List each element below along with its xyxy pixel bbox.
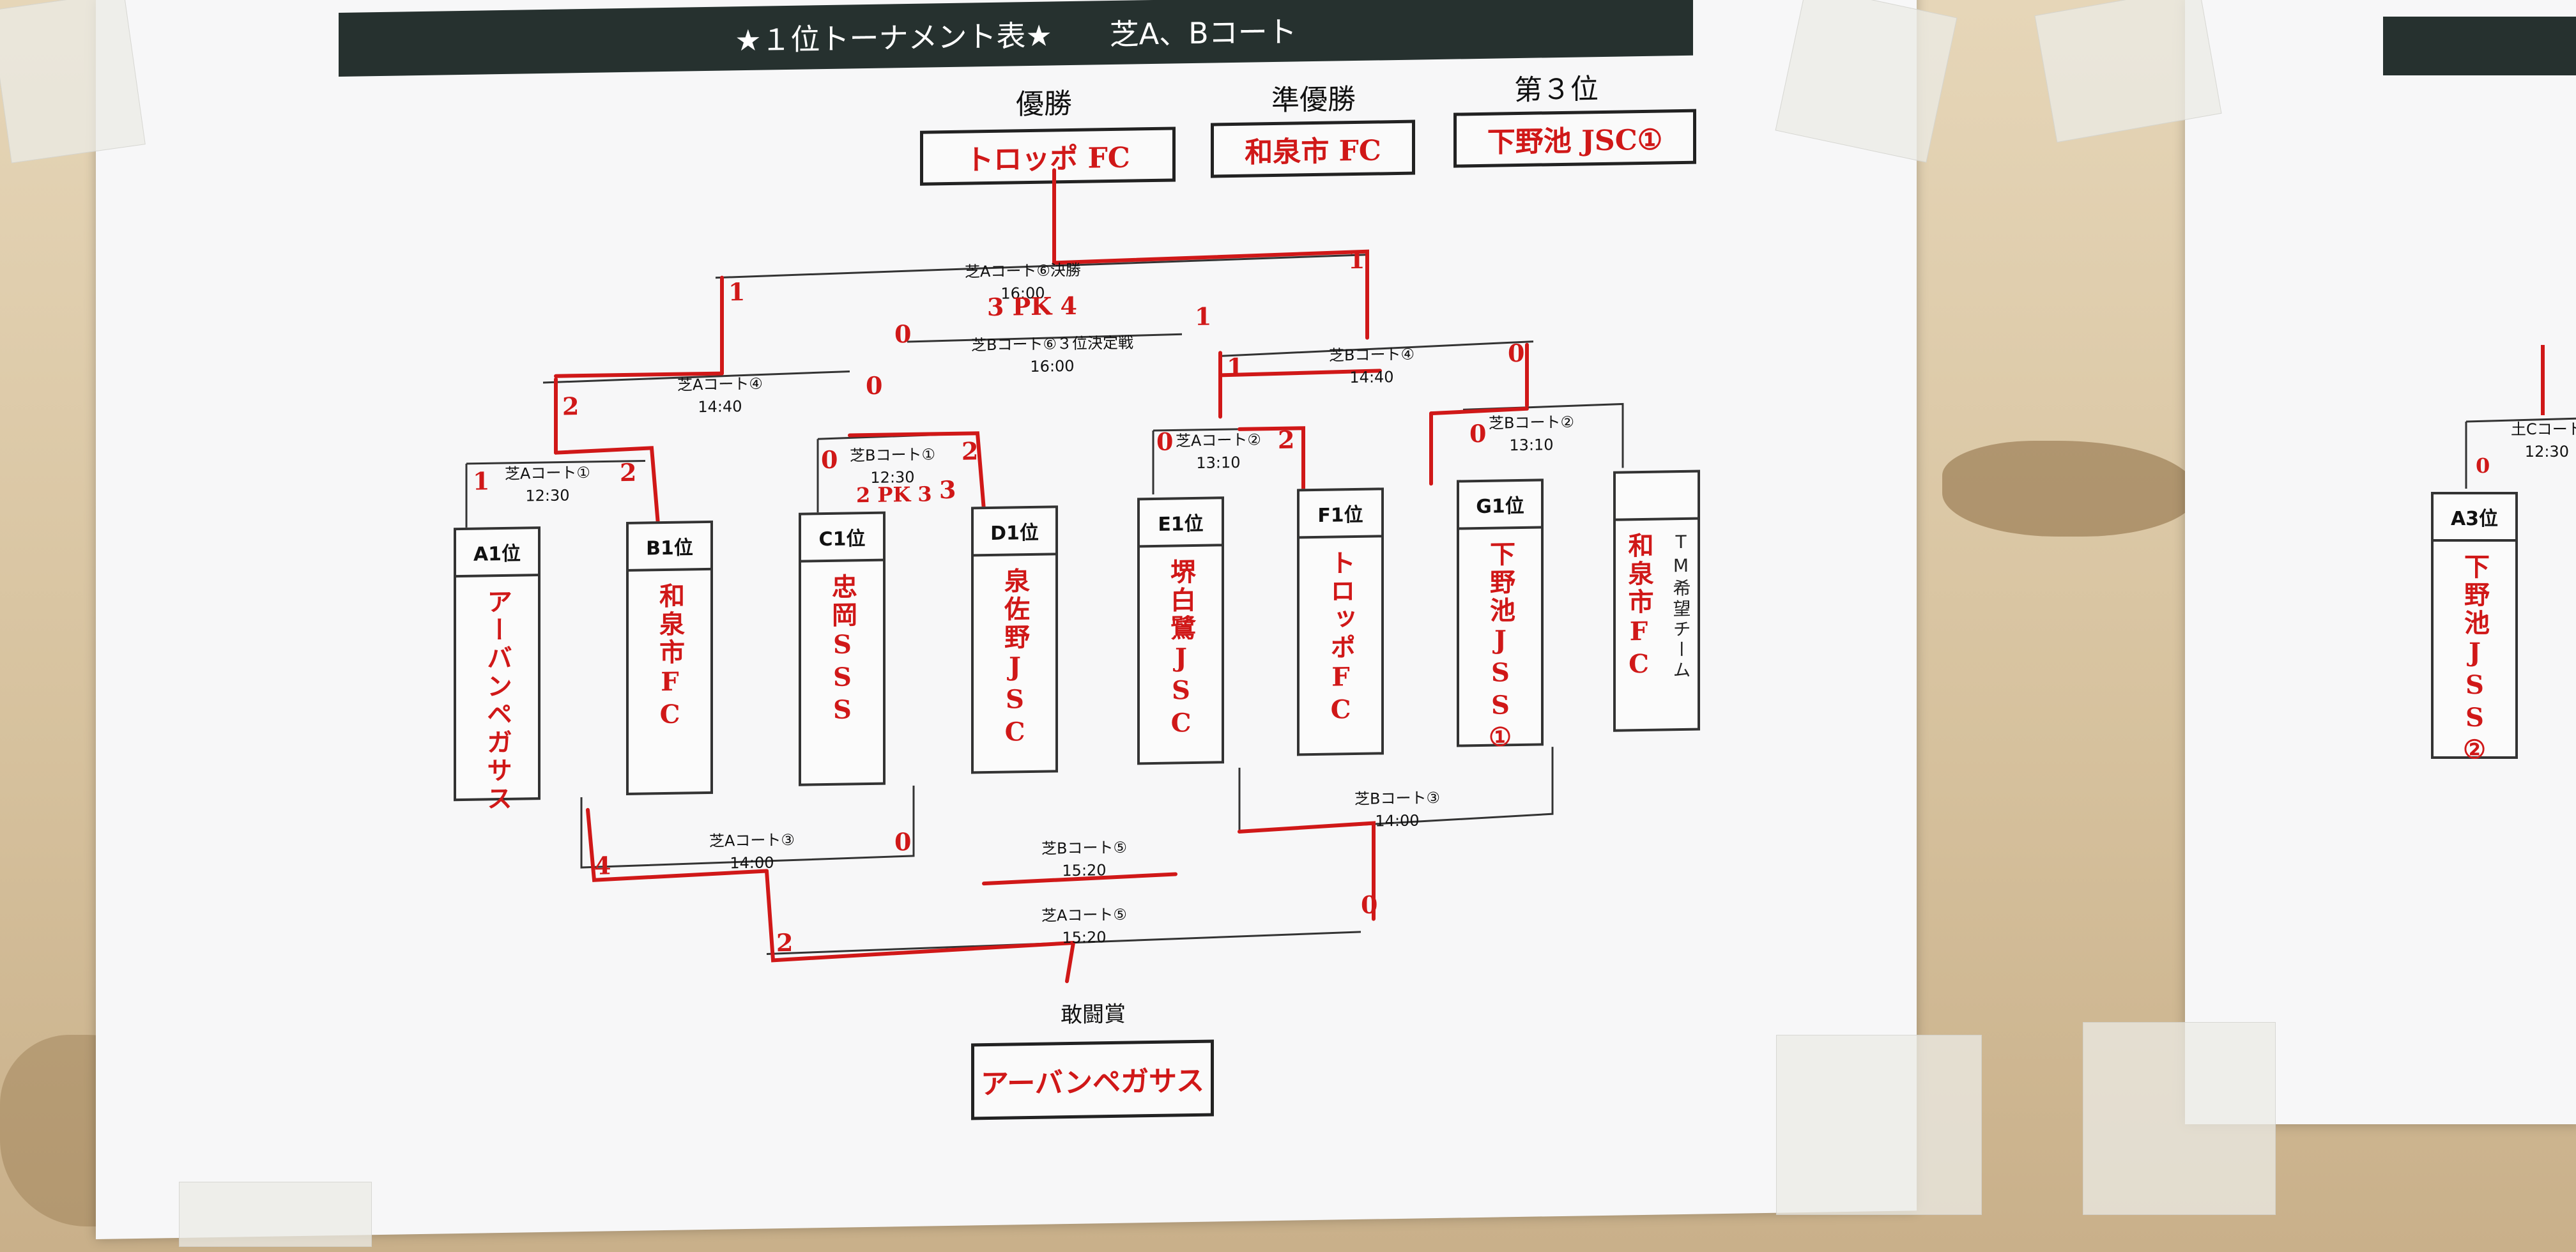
tape-strip	[179, 1182, 372, 1247]
match-court: 芝Bコート②	[1489, 413, 1574, 432]
match-b2: 芝Bコート② 13:10	[1489, 411, 1574, 457]
score-mark: 3	[939, 475, 956, 505]
match-a5: 芝Aコート⑤ 15:20	[1041, 904, 1127, 950]
match-court: 芝Aコート③	[709, 830, 795, 850]
match-time: 16:00	[1030, 356, 1075, 376]
team-card: A1位 アーバンペガサス	[454, 526, 540, 813]
score-mark: 0	[894, 319, 912, 349]
match-a1: 芝Aコート① 12:30	[505, 462, 590, 508]
fighting-spirit-caption: 敢闘賞	[1061, 1001, 1126, 1028]
score-mark: 2	[776, 928, 793, 958]
match-a3: 芝Aコート③ 14:00	[709, 829, 795, 875]
tape-strip	[2083, 1022, 2276, 1215]
match-time: 14:00	[1375, 811, 1420, 830]
match-court: 芝Aコート①	[505, 463, 590, 483]
team-name: 下野池JSS②	[2460, 553, 2490, 767]
score-mark: 0	[866, 370, 883, 401]
team-card: D1位 泉佐野JSC	[971, 505, 1058, 774]
team-card: E1位 堺白鷺JSC	[1137, 496, 1224, 765]
team-name: 和泉市FC	[655, 582, 685, 733]
team-name: 堺白鷺JSC	[1166, 558, 1196, 741]
score-mark: 1	[1227, 352, 1244, 382]
match-time: 14:00	[730, 853, 774, 873]
team-name: 泉佐野JSC	[1000, 567, 1030, 750]
team-name: 下野池JSS①	[1485, 540, 1515, 755]
bracket-lines	[465, 168, 1624, 984]
team-card: B1位 和泉市FC	[626, 520, 713, 795]
tape-strip	[0, 0, 146, 164]
score-mark: 1	[728, 277, 746, 307]
match-a4: 芝Aコート④ 14:40	[677, 373, 763, 419]
match-time: 12:30	[2524, 442, 2569, 461]
match-b4: 芝Bコート④ 14:40	[1329, 344, 1414, 390]
adjacent-banner	[2383, 17, 2576, 75]
match-time: 12:30	[525, 486, 570, 505]
team-seed: C1位	[801, 514, 883, 563]
match-time: 13:10	[1196, 453, 1241, 472]
team-seed	[1616, 472, 1698, 521]
match-court: 芝Bコート⑤	[1041, 838, 1127, 858]
team-name: アーバンペガサス	[482, 588, 512, 814]
match-time: 14:40	[1349, 367, 1394, 386]
final-score: 3 PK 4	[987, 291, 1077, 322]
adjacent-bracket-lines	[2465, 345, 2576, 489]
match-court: 芝Aコート④	[677, 374, 763, 394]
team-name-group: 和泉市FC TM希望チーム	[1616, 520, 1698, 682]
team-card: F1位 トロッポFC	[1297, 487, 1384, 756]
team-seed: F1位	[1300, 490, 1381, 539]
team-name: トロッポFC	[1326, 549, 1356, 728]
match-court: 芝Aコート⑥決勝	[965, 261, 1081, 281]
match-court: 土Cコート	[2511, 420, 2576, 438]
team-card: C1位 忠岡SSS	[799, 511, 885, 786]
match-time: 13:10	[1509, 435, 1554, 455]
team-card: A3位 下野池JSS②	[2431, 492, 2518, 767]
score-mark: 0	[1361, 890, 1378, 919]
team-name: 和泉市FC	[1623, 531, 1654, 682]
team-seed: E1位	[1140, 499, 1222, 548]
team-name: 忠岡SSS	[827, 573, 857, 728]
team-card: G1位 下野池JSS①	[1457, 478, 1544, 755]
match-court: 芝Bコート⑥３位決定戦	[971, 333, 1133, 355]
score-mark: 1	[473, 466, 490, 496]
b1-pk-score: 2 PK 3	[856, 482, 932, 508]
match-court: 芝Aコート⑤	[1041, 905, 1127, 925]
team-note: TM希望チーム	[1670, 531, 1692, 682]
score-mark: 0	[2476, 454, 2490, 478]
tournament-sheet: ★１位トーナメント表★ 芝A、Bコート 優勝 準優勝 第３位 トロッポ FC 和…	[96, 0, 1917, 1239]
match-court: 芝Bコート③	[1354, 788, 1440, 809]
score-mark: 0	[1469, 418, 1487, 448]
team-card: 和泉市FC TM希望チーム	[1613, 470, 1700, 732]
wall-stain	[1942, 441, 2198, 537]
adjacent-match: 土Cコート 12:30	[2511, 418, 2576, 463]
adjacent-sheet: 土Cコート 12:30 0 A3位 下野池JSS②	[2185, 0, 2576, 1124]
score-mark: 2	[620, 457, 637, 487]
match-time: 15:20	[1062, 860, 1107, 880]
score-mark: 1	[1195, 302, 1212, 331]
team-seed: B1位	[629, 523, 710, 572]
score-mark: 4	[594, 851, 611, 880]
score-mark: 2	[1278, 425, 1295, 454]
team-seed: A1位	[456, 529, 538, 578]
match-b3: 芝Bコート③ 14:00	[1354, 787, 1440, 833]
match-third-place: 芝Bコート⑥３位決定戦 16:00	[971, 332, 1133, 379]
match-court: 芝Bコート④	[1329, 345, 1414, 365]
match-time: 15:20	[1062, 928, 1107, 947]
team-seed: G1位	[1459, 481, 1541, 530]
match-b5: 芝Bコート⑤ 15:20	[1041, 837, 1127, 883]
match-time: 14:40	[698, 397, 742, 416]
fighting-spirit-box: アーバンペガサス	[971, 1039, 1214, 1120]
score-mark: 1	[1348, 245, 1365, 275]
tape-strip	[1776, 1035, 1982, 1215]
match-court: 芝Bコート①	[850, 445, 935, 465]
score-mark: 0	[894, 827, 912, 857]
team-seed: A3位	[2434, 494, 2515, 542]
score-mark: 0	[821, 445, 838, 475]
team-seed: D1位	[974, 508, 1055, 557]
match-a2: 芝Aコート② 13:10	[1176, 429, 1261, 475]
score-mark: 2	[562, 392, 579, 421]
score-mark: 0	[1156, 427, 1174, 456]
match-court: 芝Aコート②	[1176, 431, 1261, 450]
score-mark: 2	[962, 436, 979, 466]
score-mark: 0	[1508, 338, 1525, 368]
